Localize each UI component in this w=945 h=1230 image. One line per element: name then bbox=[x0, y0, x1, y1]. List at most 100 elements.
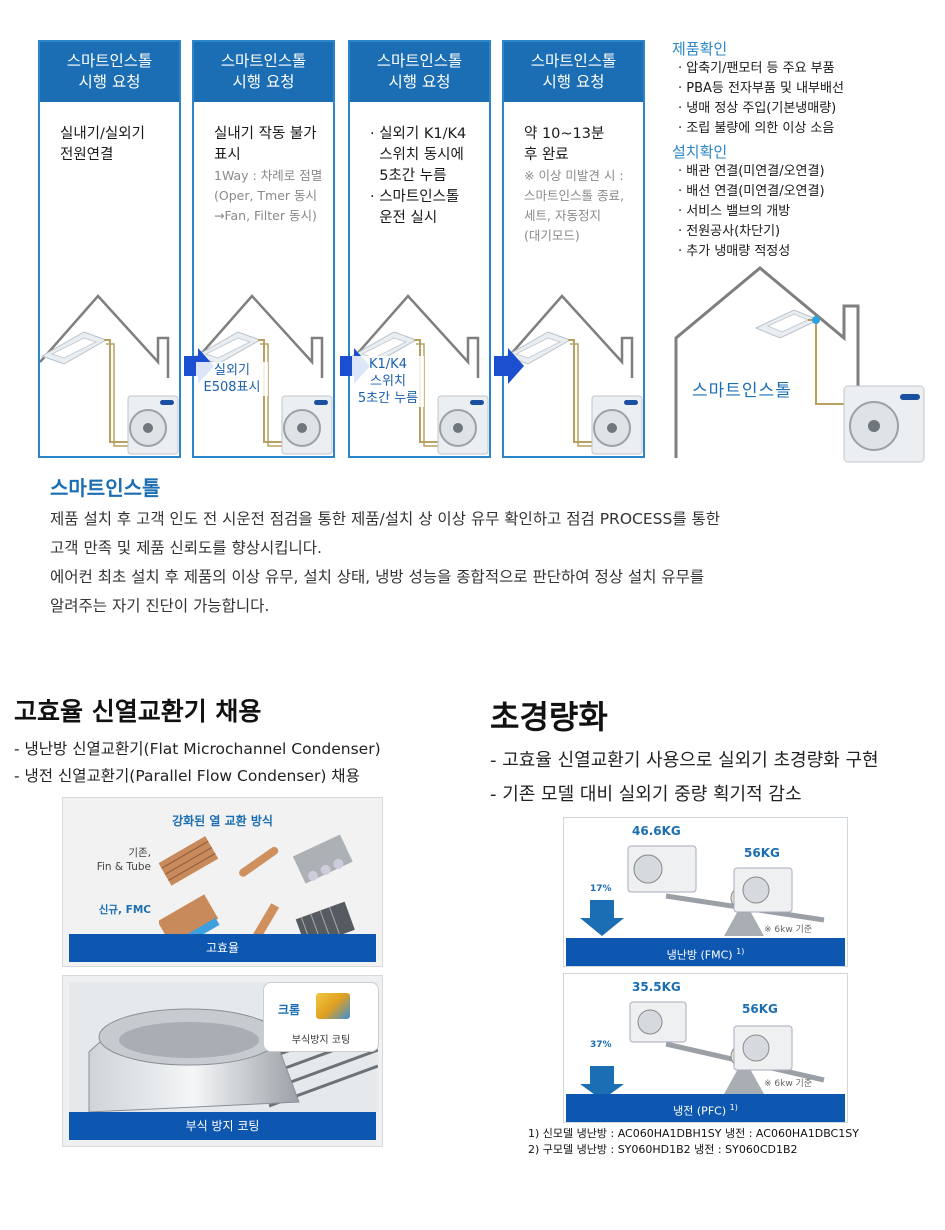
heat-exchanger-list: - 냉난방 신열교환기(Flat Microchannel Condenser)… bbox=[14, 736, 381, 790]
anti-corrosion-bar: 부식 방지 코팅 bbox=[69, 1112, 376, 1140]
step-note: →Fan, Filter 동시) bbox=[214, 208, 317, 223]
high-efficiency-bar: 고효율 bbox=[69, 934, 376, 962]
old-weight: 56KG bbox=[744, 846, 780, 860]
install-check-title: 설치확인 bbox=[672, 143, 728, 161]
model-footnotes: 1) 신모델 냉난방 : AC060HA1DBH1SY 냉전 : AC060HA… bbox=[528, 1126, 859, 1158]
step-arrow-icon bbox=[494, 348, 524, 384]
step-card-subtitle: 시행 요청 bbox=[388, 73, 451, 91]
install-check-item: · 전원공사(차단기) bbox=[678, 224, 781, 239]
new-weight: 35.5KG bbox=[632, 980, 681, 994]
note: ※ 6kw 기준 bbox=[764, 925, 813, 935]
reduction-percent: 37% bbox=[590, 1040, 612, 1050]
smart-install-title: 스마트인스톨 bbox=[50, 476, 161, 500]
step-card-subtitle: 시행 요청 bbox=[78, 73, 141, 91]
old-weight: 56KG bbox=[742, 1002, 778, 1016]
step-note: 세트, 자동정지 bbox=[524, 208, 601, 223]
house-illustration bbox=[350, 294, 489, 455]
step-text: 약 10~13분 bbox=[524, 126, 605, 142]
reduction-percent: 17% bbox=[590, 884, 612, 894]
product-check-item: · 압축기/팬모터 등 주요 부품 bbox=[678, 61, 835, 76]
bar-label: 냉난방 (FMC) bbox=[666, 948, 733, 962]
scale-illustration bbox=[580, 845, 825, 936]
house-illustration bbox=[40, 294, 179, 455]
lightweight-title: 초경량화 bbox=[490, 698, 608, 736]
house-illustration bbox=[194, 294, 333, 455]
new-weight: 46.6KG bbox=[632, 824, 681, 838]
step-note: (대기모드) bbox=[524, 228, 580, 243]
step-text: 후 완료 bbox=[524, 147, 569, 163]
step-card-title: 스마트인스톨 bbox=[530, 52, 617, 70]
step-text: 실내기/실외기 bbox=[60, 126, 145, 142]
pfc-bar: 냉전 (PFC) 1) bbox=[566, 1094, 845, 1122]
footnote: 1) 신모델 냉난방 : AC060HA1DBH1SY 냉전 : AC060HA… bbox=[528, 1127, 859, 1140]
install-check-item: · 배관 연결(미연결/오연결) bbox=[678, 164, 825, 179]
step-text: · 스마트인스톨 bbox=[370, 189, 460, 205]
lightweight-list: - 고효율 신열교환기 사용으로 실외기 초경량화 구현 - 기존 모델 대비 … bbox=[490, 744, 879, 812]
smart-install-house-illustration bbox=[674, 266, 925, 463]
product-check-item: · PBA등 전자부품 및 내부배선 bbox=[678, 81, 844, 96]
legacy-label: 기존, Fin & Tube bbox=[96, 847, 151, 873]
house-label: 스마트인스톨 bbox=[692, 381, 792, 401]
chrome-swatch bbox=[316, 993, 350, 1019]
install-check-item: · 추가 냉매량 적정성 bbox=[678, 244, 791, 259]
bar-label: 냉전 (PFC) bbox=[673, 1104, 727, 1118]
product-check-title: 제품확인 bbox=[672, 40, 728, 58]
fmc-bar: 냉난방 (FMC) 1) bbox=[566, 938, 845, 966]
step-text: · 실외기 K1/K4 bbox=[370, 126, 467, 142]
step-note: (Oper, Tmer 동시 bbox=[214, 188, 318, 203]
step-text: 운전 실시 bbox=[370, 210, 438, 226]
description-line: 에어컨 최초 설치 후 제품의 이상 유무, 설치 상태, 냉방 성능을 종합적… bbox=[50, 568, 705, 586]
chrome-badge: 크롬 부식방지 코팅 bbox=[263, 982, 379, 1052]
footnote: 2) 구모델 냉난방 : SY060HD1B2 냉전 : SY060CD1B2 bbox=[528, 1143, 798, 1156]
description-line: 제품 설치 후 고객 인도 전 시운전 점검을 통한 제품/설치 상 이상 유무… bbox=[50, 510, 721, 528]
step-text: 표시 bbox=[214, 147, 241, 163]
weight-panel-fmc: 46.6KG 56KG 17% ※ 6kw 기준 냉난방 (FMC) 1) bbox=[563, 817, 848, 967]
weight-panel-pfc: 35.5KG 56KG 37% ※ 6kw 기준 냉전 (PFC) 1) bbox=[563, 973, 848, 1123]
footnote-marker: 1) bbox=[729, 1103, 738, 1112]
step-card-title: 스마트인스톨 bbox=[66, 52, 153, 70]
scale-illustration bbox=[580, 1001, 825, 1096]
step-card-title: 스마트인스톨 bbox=[220, 52, 307, 70]
arrow-label: K1/K4 스위치 5초간 누름 bbox=[352, 356, 424, 407]
step-card-body: · 실외기 K1/K4 스위치 동시에 5초간 누름· 스마트인스톨 운전 실시 bbox=[350, 102, 489, 229]
list-item: - 냉전 신열교환기(Parallel Flow Condenser) 채용 bbox=[14, 767, 360, 785]
list-item: - 고효율 신열교환기 사용으로 실외기 초경량화 구현 bbox=[490, 750, 879, 771]
house-illustration bbox=[504, 294, 643, 455]
panel-heading: 강화된 열 교환 방식 bbox=[172, 814, 273, 828]
step-text: 전원연결 bbox=[60, 147, 114, 163]
smart-install-description: 제품 설치 후 고객 인도 전 시운전 점검을 통한 제품/설치 상 이상 유무… bbox=[50, 505, 720, 621]
list-item: - 냉난방 신열교환기(Flat Microchannel Condenser) bbox=[14, 740, 381, 758]
description-line: 고객 만족 및 제품 신뢰도를 향상시킵니다. bbox=[50, 539, 322, 557]
check-lists: 제품확인 · 압축기/팬모터 등 주요 부품 · PBA등 전자부품 및 내부배선… bbox=[672, 38, 844, 262]
step-note: 스마트인스톨 종료, bbox=[524, 188, 624, 203]
anti-corrosion-panel: 크롬 부식방지 코팅 부식 방지 코팅 bbox=[62, 975, 383, 1147]
install-check-item: · 배선 연결(미연결/오연결) bbox=[678, 184, 825, 199]
step-note: ※ 이상 미발견 시 : bbox=[524, 168, 624, 183]
chrome-label: 크롬 bbox=[278, 1003, 301, 1017]
step-note: 1Way : 차례로 점멸 bbox=[214, 168, 323, 183]
step-card-subtitle: 시행 요청 bbox=[542, 73, 605, 91]
step-card-title: 스마트인스톨 bbox=[376, 52, 463, 70]
new-fmc-label: 신규, FMC bbox=[98, 904, 151, 916]
footnote-marker: 1) bbox=[736, 947, 745, 956]
heat-exchange-panel: 강화된 열 교환 방식 기존, Fin & Tube 신규, FMC 고효율 bbox=[62, 797, 383, 967]
heat-exchanger-title: 고효율 신열교환기 채용 bbox=[14, 697, 262, 726]
step-text: 5초간 누름 bbox=[370, 168, 447, 184]
description-line: 알려주는 자기 진단이 가능합니다. bbox=[50, 597, 270, 615]
product-check-item: · 냉매 정상 주입(기본냉매량) bbox=[678, 101, 837, 116]
step-card-subtitle: 시행 요청 bbox=[232, 73, 295, 91]
arrow-label: 실외기 E508표시 bbox=[196, 362, 268, 396]
coating-label: 부식방지 코팅 bbox=[291, 1035, 351, 1046]
step-text: 실내기 작동 불가 bbox=[214, 126, 317, 142]
list-item: - 기존 모델 대비 실외기 중량 획기적 감소 bbox=[490, 784, 802, 805]
product-check-item: · 조립 불량에 의한 이상 소음 bbox=[678, 121, 835, 136]
